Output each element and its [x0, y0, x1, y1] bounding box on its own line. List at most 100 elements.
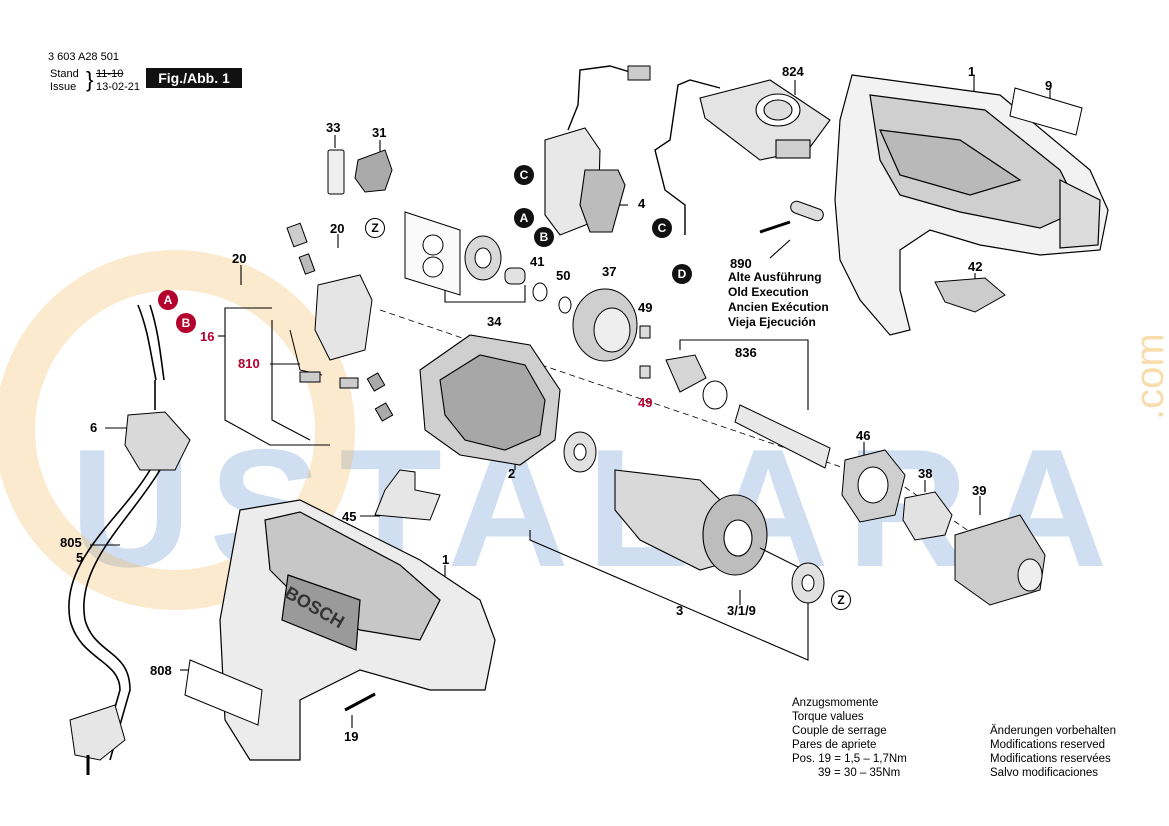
speed-control-824 — [699, 79, 831, 161]
old-execution-en: Old Execution — [728, 285, 809, 299]
bracket-34 — [444, 285, 526, 303]
old-execution-es: Vieja Ejecución — [728, 315, 816, 329]
plug — [69, 704, 126, 761]
callout-a-switch: A — [514, 208, 534, 228]
old-execution-note: Alte Ausführung Old Execution Ancien Exé… — [728, 270, 829, 330]
part-number-1-top: 1 — [968, 64, 976, 79]
part-890 — [790, 200, 824, 222]
ring-41 — [532, 282, 548, 302]
doc-number: 3 603 A28 501 — [48, 51, 119, 63]
part-number-2: 2 — [508, 466, 516, 481]
modifications-es: Salvo modificaciones — [990, 767, 1099, 779]
bracket-810 — [271, 320, 311, 441]
torque-row-19: Pos. 19 = 1,5 – 1,7Nm — [792, 752, 907, 766]
part-number-19: 19 — [344, 729, 359, 744]
issue-value: 13-02-21 — [96, 81, 141, 93]
part-number-824: 824 — [782, 64, 804, 79]
wire-d — [654, 79, 721, 235]
part-number-20-upper: 20 — [330, 221, 345, 236]
modifications-en: Modifications reserved — [990, 739, 1106, 751]
callout-c-upper: C — [514, 165, 534, 185]
part-number-39: 39 — [972, 483, 987, 498]
bracket-16 — [224, 307, 330, 446]
brush-holder-16 — [289, 274, 394, 422]
part-number-41: 41 — [530, 254, 545, 269]
torque-pos-label: Pos. — [792, 753, 816, 765]
part-number-1-bottom: 1 — [442, 552, 450, 567]
part-number-46: 46 — [856, 428, 871, 443]
callout-a-cord: A — [158, 290, 178, 310]
torque-title-en: Torque values — [792, 711, 864, 723]
part-number-6: 6 — [90, 420, 98, 435]
old-execution-fr: Ancien Exécution — [728, 300, 829, 314]
armature-3 — [614, 469, 801, 576]
callout-z-bearing: Z — [831, 590, 851, 610]
part-33 — [327, 149, 345, 195]
issue-label: Issue — [50, 81, 77, 93]
torque-pos-19: 19 — [818, 753, 832, 765]
callout-d: D — [672, 264, 692, 284]
modifications-fr: Modifications reservées — [990, 753, 1111, 765]
torque-title-fr: Couple de serrage — [792, 725, 887, 737]
part-number-3: 3 — [676, 603, 684, 618]
torque-eq-2: = — [834, 767, 841, 779]
torque-title-es: Pares de apriete — [792, 739, 877, 751]
torque-row-39: 39 = 30 – 35Nm — [792, 766, 907, 780]
torque-eq-1: = — [834, 753, 841, 765]
part-number-9: 9 — [1045, 78, 1053, 93]
ring-50 — [558, 296, 572, 314]
wire-top — [567, 65, 641, 131]
part-number-805: 805 — [60, 535, 82, 550]
part-number-42: 42 — [968, 259, 983, 274]
part-number-49-lower: 49 — [638, 395, 653, 410]
torque-pos-39: 39 — [818, 767, 831, 779]
housing-top — [834, 74, 1109, 336]
part-number-33: 33 — [326, 120, 341, 135]
bracket-836 — [679, 339, 809, 410]
callout-b-switch: B — [534, 227, 554, 247]
part-number-45: 45 — [342, 509, 357, 524]
bearing-plate-46 — [841, 449, 906, 523]
chuck-39 — [954, 514, 1046, 606]
watermark-circle — [0, 250, 355, 610]
label-plate-9 — [1009, 87, 1083, 136]
axis-motor — [379, 309, 851, 471]
sleeve-34 — [504, 267, 526, 285]
part-number-3-1-9: 3/1/9 — [727, 603, 756, 618]
stand-label: Stand — [50, 68, 79, 80]
cord-guard-6 — [124, 411, 191, 471]
part-number-38: 38 — [918, 466, 933, 481]
part-number-890: 890 — [730, 256, 752, 271]
torque-title-de: Anzugsmomente — [792, 697, 879, 709]
part-number-20-lower: 20 — [232, 251, 247, 266]
callout-b-cord: B — [176, 313, 196, 333]
screw-19 — [344, 692, 376, 712]
old-execution-de: Alte Ausführung — [728, 270, 822, 284]
brace: } — [86, 67, 94, 92]
part-42 — [934, 277, 1006, 313]
part-number-4: 4 — [638, 196, 646, 211]
stator-2 — [419, 334, 561, 466]
brush-a — [286, 222, 308, 248]
part-number-836: 836 — [735, 345, 757, 360]
callout-z-plate: Z — [365, 218, 385, 238]
power-cord — [68, 304, 165, 761]
bracket-armature — [529, 530, 809, 661]
modifications-de: Änderungen vorbehalten — [990, 725, 1116, 737]
part-number-808: 808 — [150, 663, 172, 678]
pin-49a — [639, 325, 651, 339]
figure-label: Fig./Abb. 1 — [146, 68, 242, 88]
stand-value: 11-10 — [96, 68, 124, 80]
torque-value-19: 1,5 – 1,7Nm — [844, 753, 907, 765]
connector-plug — [627, 65, 651, 81]
part-31 — [354, 149, 393, 193]
switch-4 — [544, 127, 626, 236]
spindle-836 — [665, 354, 831, 469]
part-number-5: 5 — [76, 550, 84, 565]
callout-c-wire: C — [652, 218, 672, 238]
part-number-49-upper: 49 — [638, 300, 653, 315]
part-number-34: 34 — [487, 314, 502, 329]
leader-890 — [769, 239, 791, 259]
part-number-37: 37 — [602, 264, 617, 279]
